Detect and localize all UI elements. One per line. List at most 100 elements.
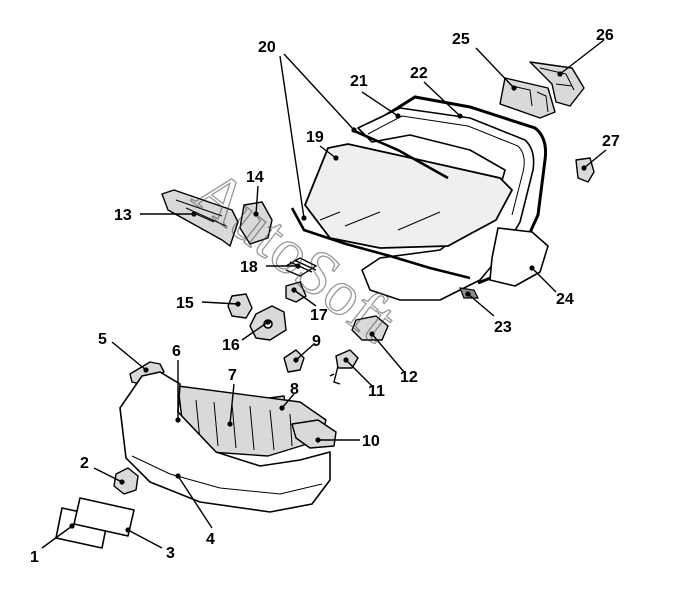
leader-27 [583,149,607,169]
part-19-rear-glass [303,143,514,249]
dot-6 [175,417,181,423]
dot-18 [295,263,301,269]
leader-20a [279,55,305,219]
part-26-lamp-detail [539,67,575,91]
dot-13 [191,211,197,217]
callout-4: 4 [206,531,215,548]
callout-1: 1 [30,549,39,566]
part-25-lamp-detail [511,85,549,113]
leader-2 [93,467,123,483]
leader-26 [559,39,605,75]
dot-9 [293,357,299,363]
leader-4 [177,475,213,529]
part-18-hinge-spring [285,257,318,277]
leader-9 [295,343,315,361]
part-4-bumper-cover [119,371,331,513]
dot-14 [253,211,259,217]
dot-20a [301,215,307,221]
dot-19 [333,155,339,161]
leader-7 [229,383,235,425]
part-5-moulding [129,361,165,385]
dot-4 [175,473,181,479]
callout-16: 16 [222,337,240,354]
callout-9: 9 [312,333,321,350]
dot-11 [343,357,349,363]
leader-1 [41,525,73,549]
part-15-bracket [227,293,253,319]
leader-lines [41,39,607,549]
leader-5 [111,341,147,371]
leader-11 [345,359,375,389]
dot-8 [279,405,285,411]
part-3-plate [73,497,135,537]
callout-19: 19 [306,129,324,146]
leader-3 [127,529,163,549]
leader-25 [475,47,515,89]
dot-16 [265,319,271,325]
dot-7 [227,421,233,427]
leader-23 [467,293,495,317]
callout-21: 21 [350,73,368,90]
dot-22 [457,113,463,119]
part-13-bracket-detail [175,199,227,227]
dot-21 [395,113,401,119]
callout-12: 12 [400,369,418,386]
callout-6: 6 [172,343,181,360]
part-20-strip-lower [290,207,471,280]
callout-labels: 1 2 3 4 5 6 7 8 9 10 11 12 13 14 15 16 1… [30,27,620,566]
dot-27 [581,165,587,171]
leader-17 [293,289,317,307]
part-11-key [329,365,341,385]
callout-27: 27 [602,133,620,150]
dot-17 [291,287,297,293]
callout-2: 2 [80,455,89,472]
leader-8 [281,393,295,409]
part-14-hinge [239,201,273,245]
callout-10: 10 [362,433,380,450]
callout-26: 26 [596,27,614,44]
callout-7: 7 [228,367,237,384]
leader-dots [69,71,587,533]
callout-3: 3 [166,545,175,562]
leader-24 [531,267,557,293]
callout-18: 18 [240,259,258,276]
leader-12 [371,333,405,373]
part-19-glass-reflection [319,211,441,231]
callout-24: 24 [556,291,574,308]
part-22-tailgate-seal [371,95,547,285]
dot-10 [315,437,321,443]
callout-11: 11 [368,383,385,400]
dot-23 [465,291,471,297]
leader-19 [319,145,337,159]
part-20-strip-upper [351,128,449,180]
dot-12 [369,331,375,337]
parts [55,61,595,549]
callout-13: 13 [114,207,132,224]
dot-2 [119,479,125,485]
leader-20b [283,53,355,131]
dot-1 [69,523,75,529]
leader-21 [361,91,399,117]
dot-24 [529,265,535,271]
leader-16 [241,321,269,341]
callout-14: 14 [246,169,264,186]
leader-22 [423,81,461,117]
part-21-tailgate-inner [367,115,525,216]
leader-14 [255,185,259,215]
callout-5: 5 [98,331,107,348]
callout-15: 15 [176,295,194,312]
dot-25 [511,85,517,91]
dot-3 [125,527,131,533]
part-24-tailgate-panel [489,227,549,287]
dot-26 [557,71,563,77]
part-10-side-bracket [291,419,337,449]
callout-25: 25 [452,31,470,48]
callout-20: 20 [258,39,276,56]
dot-20b [351,127,357,133]
callout-22: 22 [410,65,428,82]
part-4-bumper-crease [131,455,323,495]
callout-8: 8 [290,381,299,398]
leader-15 [201,301,239,305]
part-7-ribs [195,399,293,451]
